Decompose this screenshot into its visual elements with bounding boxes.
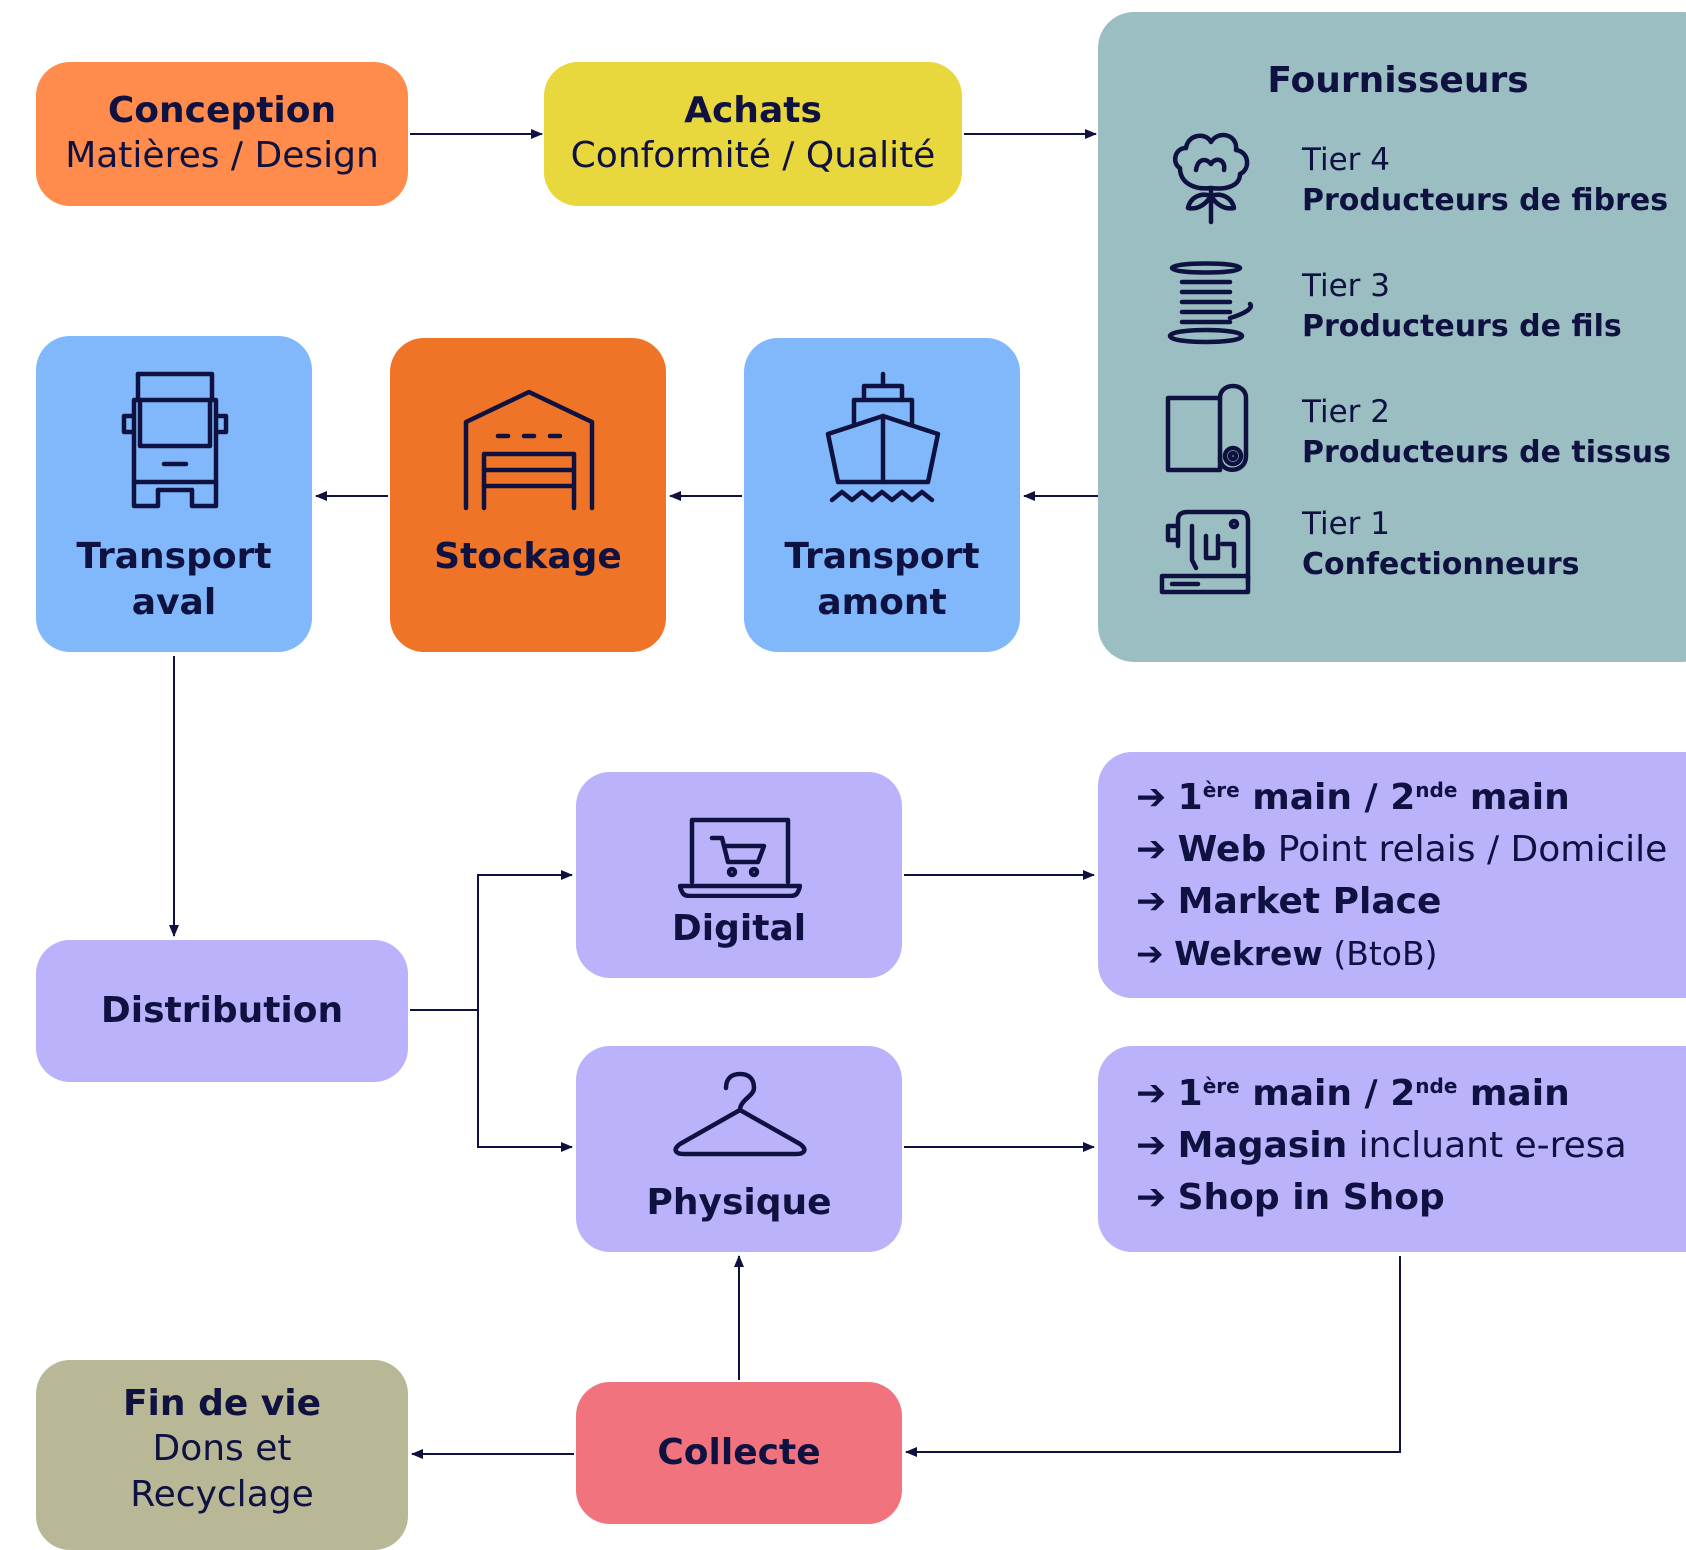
transport-aval-line2: aval [131, 582, 217, 623]
list-item-text: main [1457, 777, 1570, 818]
list-item: ➔ Market Place [1136, 876, 1667, 928]
tier-1-row: Tier 1 Confectionneurs [1302, 504, 1579, 586]
fin-de-vie-line2: Dons et [152, 1428, 292, 1469]
list-item-bold: Shop in Shop [1177, 1177, 1445, 1218]
list-item-bold: Magasin [1177, 1125, 1348, 1166]
tier-3-description: Producteurs de fils [1302, 309, 1622, 344]
list-item-text: main / 2 [1239, 1073, 1416, 1114]
laptop-cart-icon [678, 817, 802, 898]
arrow-icon: ➔ [1136, 1125, 1167, 1166]
list-item-bold: Wekrew [1174, 934, 1323, 973]
fournisseurs-title: Fournisseurs [1267, 60, 1529, 101]
hanger-icon [673, 1071, 807, 1157]
arrow-distribution-to-physique [477, 1010, 573, 1152]
physical-channels-panel: ➔ 1ère main / 2nde main ➔ Magasin inclua… [1098, 1046, 1686, 1252]
transport-aval-line1: Transport [76, 536, 272, 577]
list-item-text: 1 [1177, 1073, 1203, 1114]
tier-2-description: Producteurs de tissus [1302, 435, 1671, 470]
arrow-icon: ➔ [1136, 829, 1167, 870]
list-item-bold: Market Place [1177, 881, 1442, 922]
achats-box: Achats Conformité / Qualité [544, 62, 962, 206]
list-item: ➔ Magasin incluant e-resa [1136, 1120, 1627, 1172]
tier-4-row: Tier 4 Producteurs de fibres [1302, 140, 1668, 222]
list-item: ➔ Wekrew (BtoB) [1136, 928, 1667, 980]
warehouse-icon [463, 389, 595, 511]
conception-title: Conception [107, 90, 337, 131]
truck-icon [121, 371, 229, 509]
arrow-icon: ➔ [1136, 1073, 1167, 1114]
tier-4-label: Tier 4 [1302, 142, 1390, 178]
fin-de-vie-box: Fin de vie Dons et Recyclage [36, 1360, 408, 1550]
transport-amont-line2: amont [817, 582, 947, 623]
list-item-bold: Web [1177, 829, 1267, 870]
tier-3-label: Tier 3 [1302, 268, 1390, 304]
collecte-title: Collecte [657, 1432, 821, 1473]
tier-2-label: Tier 2 [1302, 394, 1390, 430]
arrow-icon: ➔ [1136, 881, 1167, 922]
digital-title: Digital [671, 908, 807, 949]
list-item: ➔ Shop in Shop [1136, 1172, 1627, 1224]
thread-spool-icon [1167, 261, 1254, 345]
list-item: ➔ 1ère main / 2nde main [1136, 772, 1667, 824]
achats-subtitle: Conformité / Qualité [570, 135, 936, 176]
physique-title: Physique [646, 1182, 832, 1223]
stockage-box: Stockage [390, 338, 666, 652]
superscript: nde [1415, 1074, 1458, 1098]
tier-1-description: Confectionneurs [1302, 547, 1580, 582]
conception-box: Conception Matières / Design [36, 62, 408, 206]
conception-subtitle: Matières / Design [65, 135, 379, 176]
physique-box: Physique [576, 1046, 902, 1252]
stockage-title: Stockage [434, 536, 622, 577]
digital-channels-panel: ➔ 1ère main / 2nde main ➔ Web Point rela… [1098, 752, 1686, 998]
superscript: nde [1415, 778, 1458, 802]
arrow-distribution-to-digital [410, 870, 573, 1011]
list-item: ➔ Web Point relais / Domicile [1136, 824, 1667, 876]
list-item-text: (BtoB) [1322, 934, 1438, 973]
fin-de-vie-title: Fin de vie [122, 1383, 322, 1424]
fin-de-vie-line3: Recyclage [130, 1474, 314, 1515]
transport-amont-box: Transport amont [744, 338, 1020, 652]
arrow-icon: ➔ [1136, 934, 1164, 973]
tier-1-label: Tier 1 [1302, 506, 1390, 542]
list-item-text: main [1457, 1073, 1570, 1114]
arrow-icon: ➔ [1136, 1177, 1167, 1218]
transport-aval-box: Transport aval [36, 336, 312, 652]
ship-icon [825, 371, 941, 503]
sewing-machine-icon [1159, 509, 1251, 595]
distribution-box: Distribution [36, 940, 408, 1082]
fournisseurs-panel: Fournisseurs Tier 4 Producteurs de fibre… [1098, 12, 1686, 662]
distribution-title: Distribution [100, 990, 344, 1031]
transport-amont-line1: Transport [784, 536, 980, 577]
list-item-text: main / 2 [1239, 777, 1416, 818]
achats-title: Achats [684, 90, 822, 131]
list-item: ➔ 1ère main / 2nde main [1136, 1068, 1627, 1120]
arrow-icon: ➔ [1136, 777, 1167, 818]
digital-box: Digital [576, 772, 902, 978]
collecte-box: Collecte [576, 1382, 902, 1524]
cotton-flower-icon [1172, 132, 1250, 225]
superscript: ère [1202, 778, 1240, 802]
tier-4-description: Producteurs de fibres [1302, 183, 1669, 218]
superscript: ère [1202, 1074, 1240, 1098]
fabric-roll-icon [1165, 383, 1249, 473]
digital-channels-list: ➔ 1ère main / 2nde main ➔ Web Point rela… [1136, 772, 1667, 980]
arrow-physique-list-to-collecte [905, 1256, 1401, 1457]
tier-3-row: Tier 3 Producteurs de fils [1302, 266, 1622, 348]
list-item-text: Point relais / Domicile [1266, 829, 1668, 870]
list-item-text: 1 [1177, 777, 1203, 818]
physical-channels-list: ➔ 1ère main / 2nde main ➔ Magasin inclua… [1136, 1068, 1627, 1224]
tier-2-row: Tier 2 Producteurs de tissus [1302, 392, 1671, 474]
list-item-text: incluant e-resa [1347, 1125, 1627, 1166]
